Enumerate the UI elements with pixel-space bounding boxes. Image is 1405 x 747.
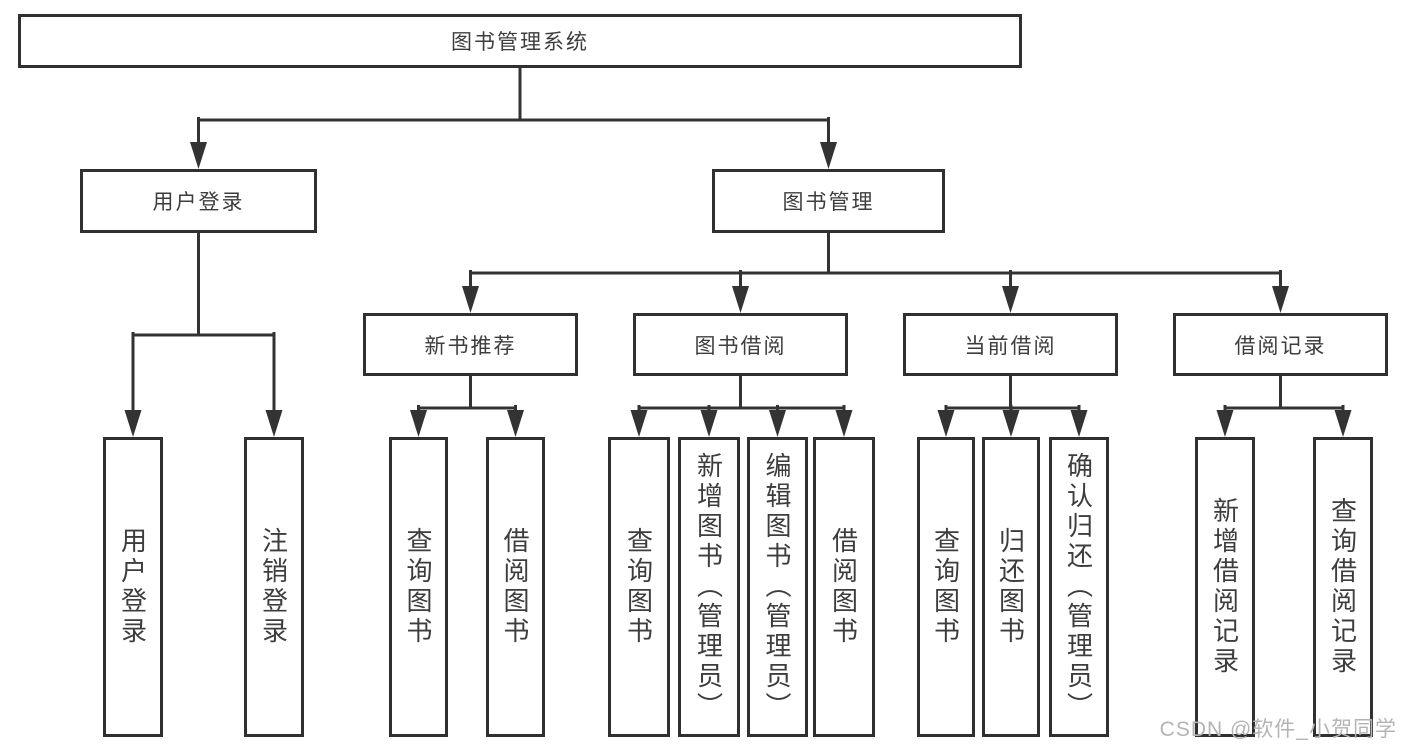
- node-library-management-system: 图书管理系统: [18, 14, 1022, 68]
- leaf-return-books: 归还图书: [982, 437, 1040, 737]
- node-label: 查询图书: [930, 527, 961, 647]
- node-book-borrowing: 图书借阅: [633, 313, 848, 376]
- node-label: 新增图书（管理员）: [693, 452, 724, 722]
- leaf-query-books-2: 查询图书: [608, 437, 670, 737]
- leaf-add-books-admin: 新增图书（管理员）: [678, 437, 740, 737]
- node-label: 借阅图书: [500, 527, 530, 647]
- leaf-query-books-1: 查询图书: [389, 437, 448, 737]
- leaf-edit-books-admin: 编辑图书（管理员）: [747, 437, 808, 737]
- leaf-borrow-books-1: 借阅图书: [486, 437, 545, 737]
- node-label: 确认归还（管理员）: [1063, 452, 1094, 722]
- leaf-borrow-books-2: 借阅图书: [813, 437, 875, 737]
- node-label: 归还图书: [995, 527, 1026, 647]
- node-label: 图书借阅: [694, 334, 787, 358]
- node-label: 借阅记录: [1234, 334, 1327, 358]
- node-label: 新书推荐: [424, 334, 517, 358]
- node-borrowing-records: 借阅记录: [1173, 313, 1388, 376]
- csdn-watermark: CSDN @软件_小贺同学: [1159, 718, 1397, 741]
- node-label: 编辑图书（管理员）: [762, 452, 792, 722]
- node-label: 用户登录: [117, 527, 148, 647]
- node-label: 注销登录: [258, 527, 289, 647]
- node-book-management: 图书管理: [712, 169, 945, 233]
- node-label: 查询图书: [623, 527, 654, 647]
- node-new-book-recommendation: 新书推荐: [363, 313, 578, 376]
- node-label: 借阅图书: [828, 527, 859, 647]
- node-label: 查询图书: [403, 527, 433, 647]
- leaf-confirm-return-admin: 确认归还（管理员）: [1049, 437, 1109, 737]
- leaf-add-borrow-record: 新增借阅记录: [1195, 437, 1255, 737]
- node-label: 当前借阅: [964, 334, 1057, 358]
- leaf-query-books-3: 查询图书: [917, 437, 975, 737]
- node-label: 查询借阅记录: [1327, 497, 1358, 677]
- node-user-login-branch: 用户登录: [80, 169, 317, 233]
- leaf-user-login: 用户登录: [103, 437, 163, 737]
- leaf-query-borrow-record: 查询借阅记录: [1313, 437, 1373, 737]
- node-label: 图书管理: [782, 191, 875, 214]
- node-current-borrowing: 当前借阅: [903, 313, 1118, 376]
- node-label: 用户登录: [152, 191, 245, 214]
- leaf-logout: 注销登录: [244, 437, 304, 737]
- node-label: 图书管理系统: [451, 31, 589, 54]
- node-label: 新增借阅记录: [1209, 497, 1240, 677]
